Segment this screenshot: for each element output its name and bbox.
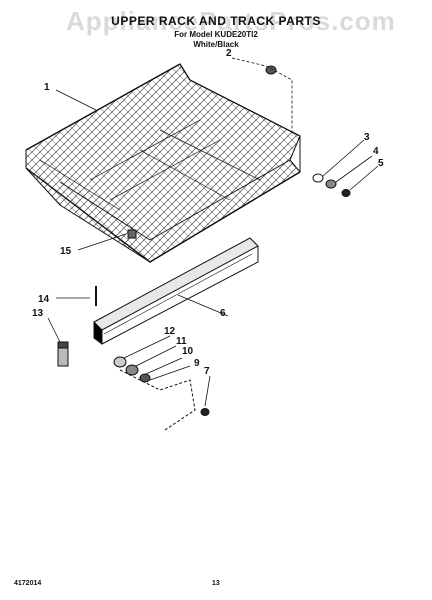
watermark: AppliancePartsPros.com [66,6,396,36]
part-2-cap [265,65,277,75]
parts-9-12-wheel-assembly [113,356,196,431]
document-part-number: 4172014 [14,580,42,587]
callout-12: 12 [164,326,176,337]
model-subtitle: For Model KUDE20TI2 [174,30,258,39]
part-13-stop [57,341,69,367]
callout-leader-lines [47,57,379,407]
callout-10: 10 [182,346,194,357]
upper-rack-illustration [25,63,301,263]
callout-11: 11 [176,336,187,347]
callout-2: 2 [226,48,232,59]
track-rail-illustration [93,237,259,345]
part-15-clip [127,229,137,239]
callout-1: 1 [44,82,50,93]
callout-7: 7 [204,366,210,377]
callout-5: 5 [378,158,384,169]
diagram-title: UPPER RACK AND TRACK PARTS [111,14,321,28]
callout-13: 13 [32,308,44,319]
callout-15: 15 [60,246,72,257]
callout-14: 14 [38,294,50,305]
part-7-screw [200,408,210,416]
callout-9: 9 [194,358,200,369]
page-number: 13 [212,580,220,587]
color-variant: White/Black [193,40,239,49]
callout-6: 6 [220,308,226,319]
parts-3-4-5-hardware [312,173,351,197]
callout-4: 4 [373,146,379,157]
callout-3: 3 [364,132,370,143]
